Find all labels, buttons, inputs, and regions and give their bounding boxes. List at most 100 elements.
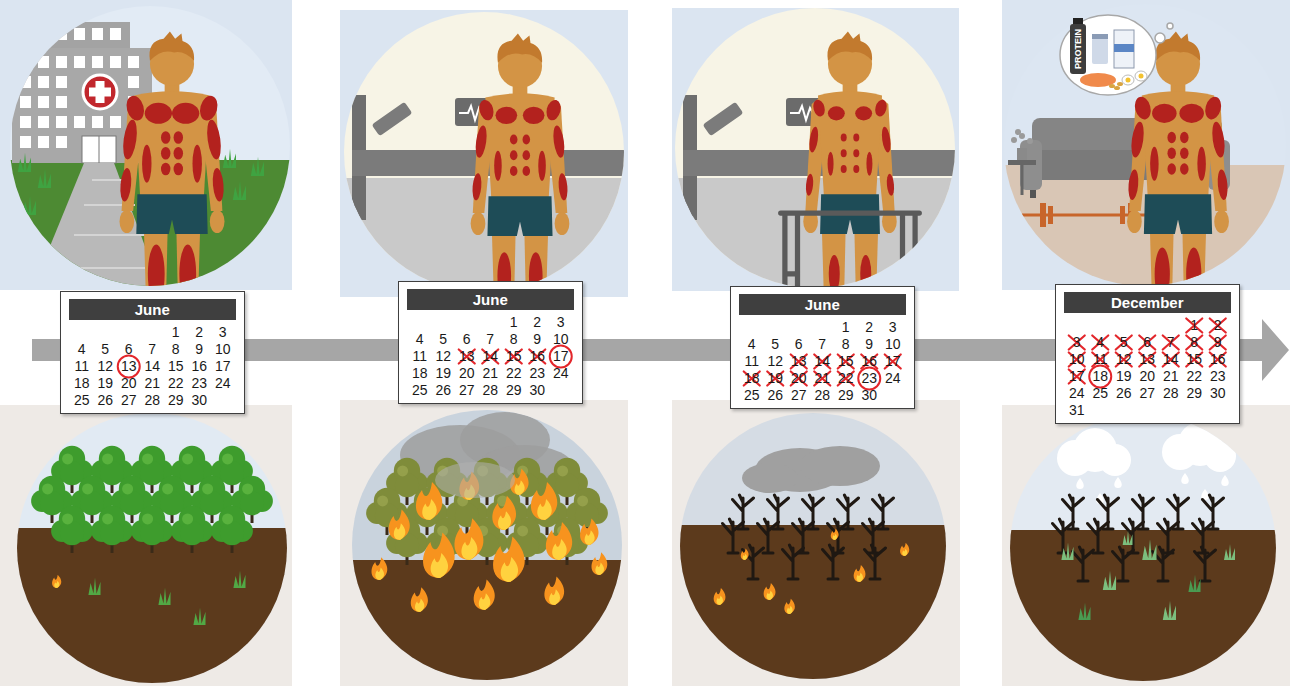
calendar-day: 25 — [1089, 385, 1113, 402]
muscle — [811, 98, 826, 117]
hand — [120, 210, 135, 233]
calendar-day: 9 — [858, 336, 882, 353]
ground — [352, 560, 622, 682]
calendar-day: 13 — [117, 358, 141, 375]
muscle — [1127, 169, 1139, 200]
flame-core — [552, 539, 567, 560]
calendar-day: 21 — [811, 370, 835, 387]
calendar-day: 17 — [1065, 368, 1089, 385]
muscle — [1210, 121, 1226, 158]
hand — [1214, 210, 1229, 233]
grass-tuft — [1163, 601, 1176, 620]
calendar-day: 23 — [188, 375, 212, 392]
flame-core — [549, 589, 560, 605]
calendar-day: 17 — [549, 348, 573, 365]
window — [38, 116, 49, 128]
nut — [1114, 86, 1120, 90]
tree-highlight — [102, 453, 113, 464]
flower — [1027, 138, 1033, 144]
tree-highlight — [557, 465, 568, 476]
ground — [352, 410, 622, 682]
calendar-day: 27 — [787, 387, 811, 404]
window — [56, 28, 67, 40]
calendar-day: 5 — [432, 331, 456, 348]
tree-highlight — [202, 483, 213, 494]
calendar-day: 24 — [549, 365, 573, 382]
muscle — [161, 163, 170, 176]
raindrop — [1076, 478, 1084, 489]
muscle — [124, 94, 147, 123]
side-table — [1008, 160, 1036, 165]
flame-core — [787, 606, 793, 614]
flame — [492, 496, 516, 530]
torso — [818, 91, 882, 202]
raindrop — [1221, 475, 1229, 486]
muscle — [805, 173, 814, 196]
muscle — [119, 168, 132, 202]
flame — [546, 522, 572, 560]
window — [74, 28, 85, 40]
tree-highlight — [242, 483, 253, 494]
calendar-day: 21 — [479, 365, 503, 382]
grass-tuft — [1103, 571, 1116, 590]
muscle — [510, 150, 518, 160]
window — [74, 116, 85, 128]
panel-bottom — [340, 400, 628, 686]
calendar-day: 21 — [141, 375, 165, 392]
calendar-day: 22 — [502, 365, 526, 382]
flame — [531, 482, 557, 520]
window — [92, 28, 103, 40]
panel-top — [1002, 0, 1290, 290]
muscle — [841, 165, 847, 173]
tree-highlight — [82, 483, 93, 494]
calendar-day: 28 — [141, 392, 165, 409]
calendar-day: 28 — [479, 382, 503, 399]
ground — [680, 413, 946, 681]
grass-tuft — [18, 153, 31, 172]
calendar-box: June123456789101112131415161718192021222… — [398, 281, 583, 404]
muscle — [828, 152, 834, 176]
calendar-day: 11 — [70, 358, 94, 375]
flame — [580, 518, 598, 545]
window — [20, 116, 31, 128]
calendar-day: 12 — [1112, 351, 1136, 368]
hand — [555, 212, 570, 235]
torso — [1142, 91, 1214, 202]
flame-core — [422, 499, 437, 520]
ground — [17, 528, 287, 685]
calendar-day: 15 — [1183, 351, 1207, 368]
window — [56, 116, 67, 128]
calendar-day: 13 — [1136, 351, 1160, 368]
window — [38, 56, 49, 68]
flame-core — [461, 537, 477, 560]
tree-canopy — [60, 461, 84, 485]
scene — [1004, 4, 1286, 363]
shorts — [136, 194, 207, 234]
muscle — [1217, 169, 1229, 200]
calendar-day: 26 — [764, 387, 788, 404]
muscle — [510, 134, 518, 144]
hand — [210, 210, 225, 233]
muscle — [197, 94, 220, 123]
calendar-day: 26 — [432, 382, 456, 399]
muscle — [172, 103, 199, 124]
tree-canopy — [395, 473, 419, 497]
calendar-day: 7 — [141, 341, 165, 358]
window — [20, 76, 31, 88]
panel-bottom — [672, 400, 960, 686]
scene — [1010, 415, 1276, 683]
protein-bottle — [1070, 24, 1086, 74]
calendar-month: December — [1064, 292, 1231, 313]
grass-tuft — [1142, 539, 1156, 560]
bed-leg — [352, 176, 362, 216]
calendar-day: 11 — [408, 348, 432, 365]
window — [92, 116, 103, 128]
calendar-day: 30 — [858, 387, 882, 404]
bottle-cap — [1073, 18, 1083, 25]
flame-core — [585, 530, 595, 545]
muscle — [205, 119, 223, 160]
flame — [592, 552, 608, 575]
calendar-day: 5 — [764, 336, 788, 353]
